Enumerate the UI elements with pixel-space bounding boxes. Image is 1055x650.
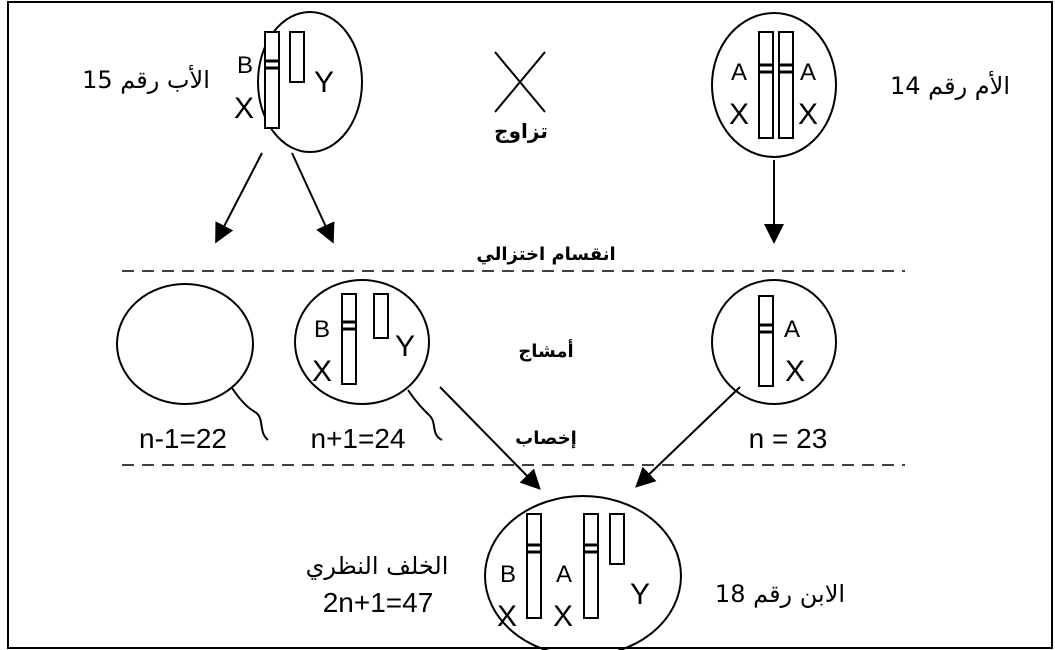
allele-x: X <box>234 92 254 125</box>
allele-y: Y <box>630 578 650 611</box>
gametes-label: أمشاج <box>518 339 573 362</box>
allele-b: B <box>237 52 253 79</box>
allele-y: Y <box>395 330 415 363</box>
allele-a: A <box>556 561 572 588</box>
chromosome-x <box>758 31 774 139</box>
chromosome-x <box>526 513 542 619</box>
chromosome-x <box>341 293 357 385</box>
chromosome-y <box>609 513 625 565</box>
mating-label: تزاوج <box>494 119 548 143</box>
chromosome-x <box>583 513 599 619</box>
arrow <box>635 386 741 488</box>
gamete-cell-xy: B X Y <box>294 279 443 441</box>
theory-formula: 2n+1=47 <box>323 587 434 618</box>
fertilization-label: إخصاب <box>515 428 577 449</box>
arrow <box>215 152 263 244</box>
offspring-label: الابن رقم 18 <box>715 580 845 608</box>
arrow <box>291 152 335 244</box>
chromosome-x <box>758 295 774 387</box>
mother-cell: A X A X <box>711 12 837 158</box>
chromosome-y <box>373 293 389 339</box>
diagram-frame <box>7 1 1053 649</box>
gamete-1-formula: n-1=22 <box>139 423 227 454</box>
allele-a: A <box>731 59 747 86</box>
theory-label: الخلف النظري <box>306 552 449 580</box>
chromosome-x <box>264 31 280 129</box>
father-cell: B X Y <box>234 11 363 153</box>
allele-a: A <box>784 316 800 343</box>
offspring-cell: B X A X Y <box>484 495 682 650</box>
gamete-cell-empty <box>116 283 269 441</box>
allele-x: X <box>729 98 749 131</box>
gamete-3-formula: n = 23 <box>749 423 828 454</box>
allele-x: X <box>785 355 805 388</box>
father-label: الأب رقم 15 <box>82 65 210 94</box>
allele-x: X <box>497 600 517 633</box>
gamete-cell-x: A X <box>711 279 837 405</box>
allele-y: Y <box>314 66 334 99</box>
allele-a: A <box>800 59 816 86</box>
allele-x: X <box>553 600 573 633</box>
allele-x: X <box>312 355 332 388</box>
chromosome-y <box>289 31 305 83</box>
cross-symbol <box>494 51 546 113</box>
allele-b: B <box>314 316 330 343</box>
meiosis-label: انقسام اختزالي <box>476 244 615 265</box>
allele-b: B <box>500 561 516 588</box>
chromosome-x <box>778 31 794 139</box>
arrow <box>439 386 541 490</box>
mother-label: الأم رقم 14 <box>890 71 1010 100</box>
gamete-2-formula: n+1=24 <box>311 423 406 454</box>
allele-x: X <box>798 98 818 131</box>
